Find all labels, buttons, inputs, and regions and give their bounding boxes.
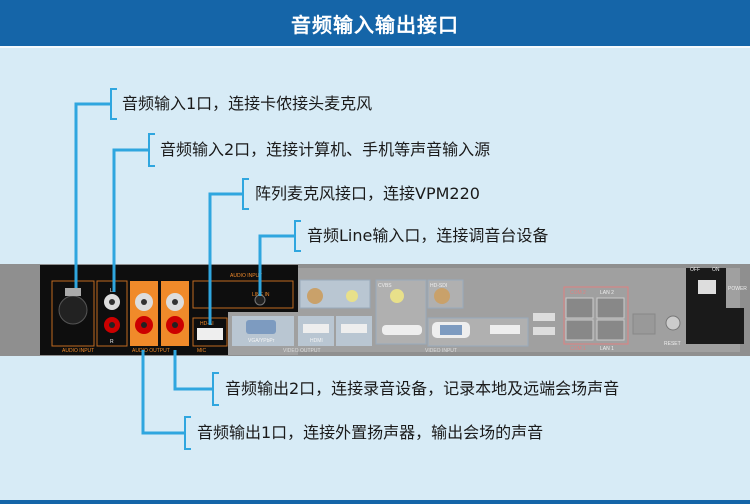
label-video-input: VIDEO INPUT [425,348,457,354]
com1-port [565,319,594,341]
label-off: OFF [690,267,700,273]
reset-button [665,315,681,331]
label-on: ON [712,267,720,273]
lan2-port [596,297,625,319]
label-right: R [110,339,114,345]
label-lan1: LAN 1 [600,346,614,352]
label-audio-input: AUDIO INPUT [62,348,94,354]
com2-port [565,297,594,319]
callout-audio-input-2: 音频输入2口，连接计算机、手机等声音输入源 [160,140,491,159]
label-hdmi: HDMI [310,338,323,344]
lan1-port [596,319,625,341]
label-com2: COM 2 [570,290,586,296]
callout-audio-output-1: 音频输出1口，连接外置扬声器，输出会场的声音 [197,423,544,442]
label-reset: RESET [664,341,681,347]
callout-brackets [110,88,301,450]
callout-audio-output-2: 音频输出2口，连接录音设备，记录本地及远端会场声音 [225,379,620,398]
label-hd-sdi: HD-SDI [430,283,447,289]
label-com1: COM 1 [570,346,586,352]
audio-output-2 [161,281,189,346]
callout-array-mic: 阵列麦克风接口，连接VPM220 [255,184,480,203]
vga-output-port [246,320,276,334]
label-audio-input-top: AUDIO INPUT [230,273,262,279]
vga-input-port [440,325,462,335]
mic-usb-port [197,328,223,340]
label-mic: MIC [197,348,207,354]
xlr-jack [58,295,88,325]
callout-audio-input-1: 音频输入1口，连接卡侬接头麦克风 [122,94,373,113]
label-video-output: VIDEO OUTPUT [283,348,321,354]
label-lan2: LAN 2 [600,290,614,296]
label-audio-output: AUDIO OUTPUT [132,348,170,354]
page-header: 音频输入输出接口 [0,0,750,48]
hdmi-output-port [303,324,329,333]
label-hd-ai: HD-AI [200,321,214,327]
audio-output-1 [130,281,158,346]
power-switch [698,280,716,294]
footer-bar [0,500,750,504]
page-title: 音频输入输出接口 [291,12,459,37]
label-cvbs: CVBS [378,283,392,289]
hdmi-input-port [490,325,520,334]
power-socket [686,308,744,344]
callout-lines [74,102,295,435]
label-left: L [110,288,113,294]
usb-port [533,327,555,335]
phone-port [632,313,656,335]
label-vga: VGA/YPbPr [248,338,275,344]
usb-port [533,313,555,321]
label-power: POWER [728,286,747,292]
callout-line-in: 音频Line输入口，连接调音台设备 [307,226,549,245]
